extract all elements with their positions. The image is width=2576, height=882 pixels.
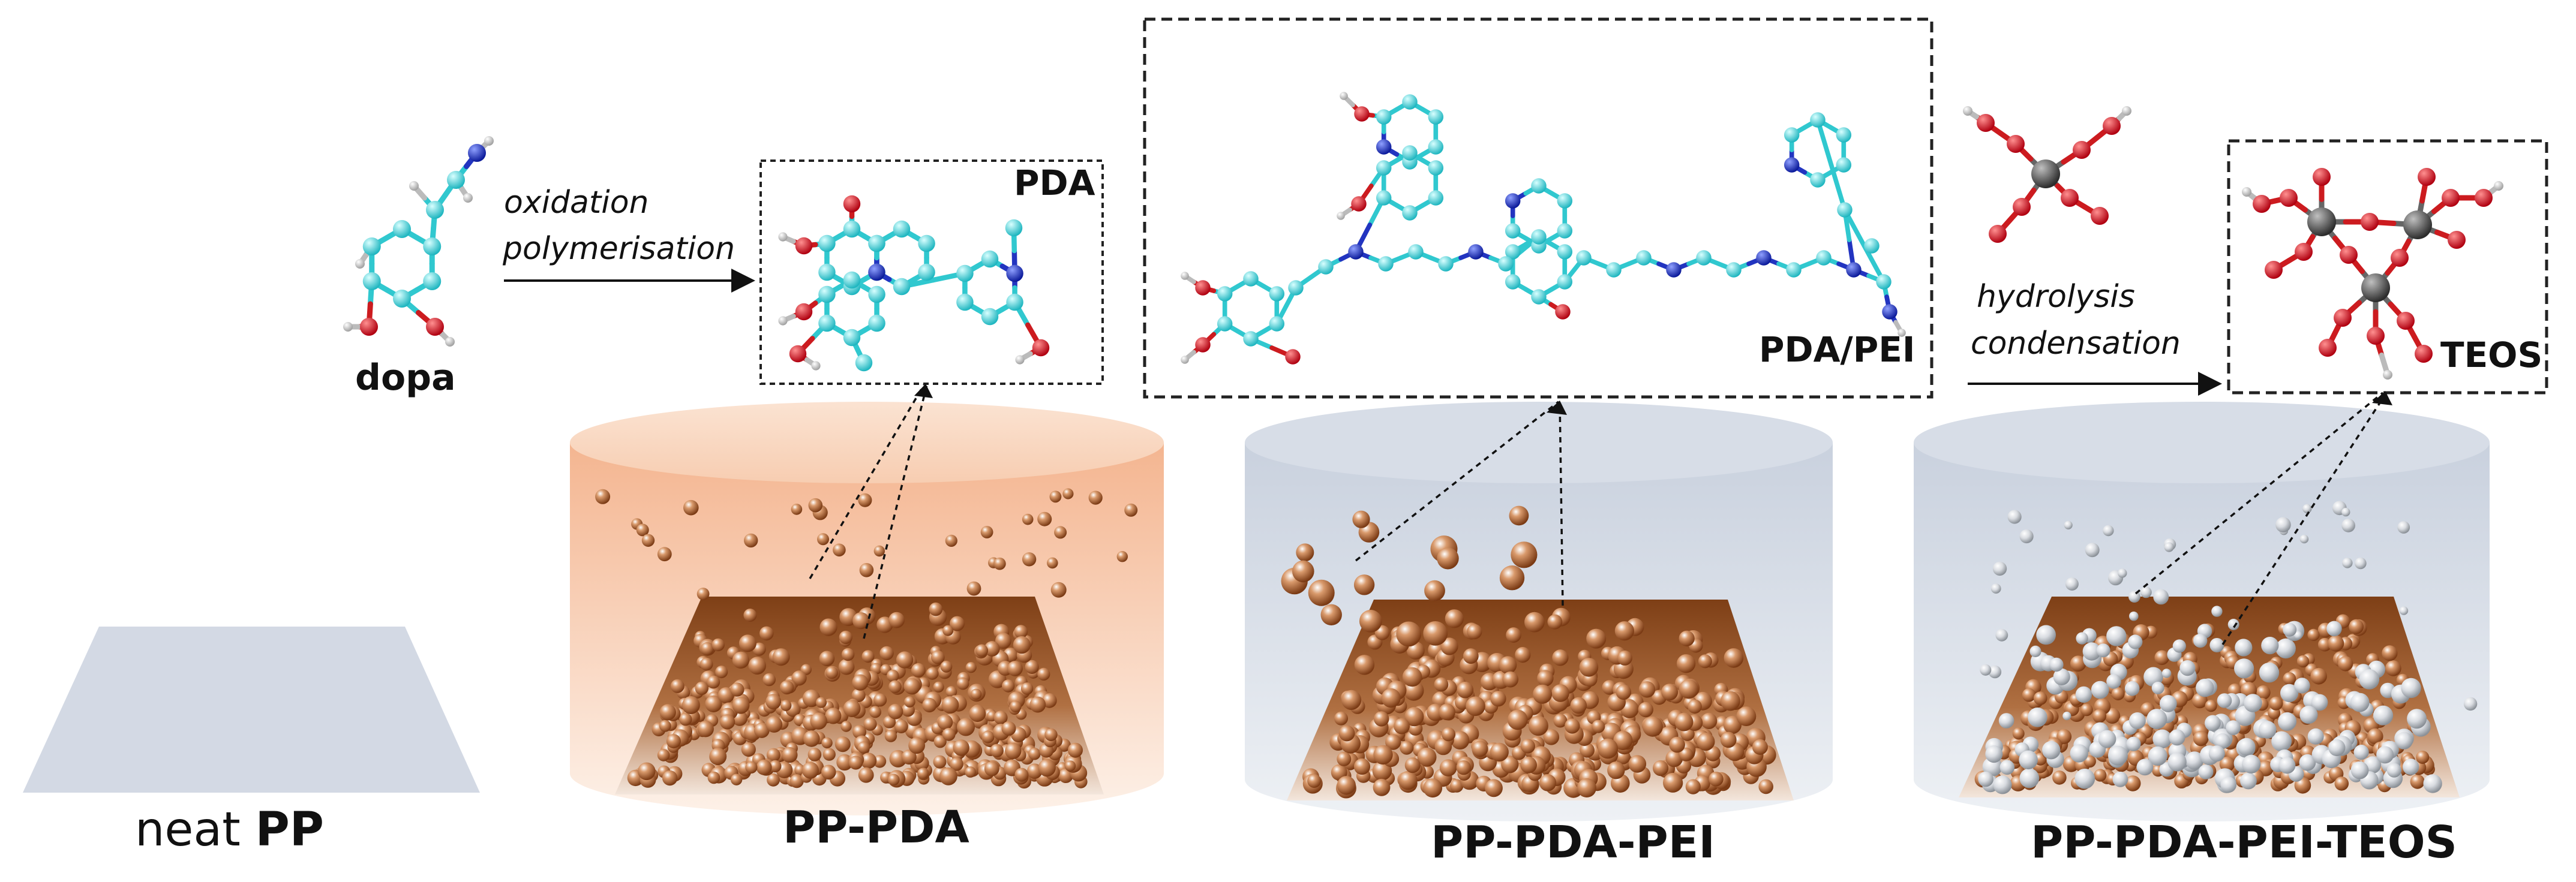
- silica-particles: [1978, 501, 2478, 794]
- pda-molecule-icon: [778, 195, 1050, 372]
- pp-pda-pei-teos-label: PP-PDA-PEI-TEOS: [2031, 817, 2457, 868]
- pda-pei-particles: [1281, 505, 1776, 799]
- pda-pei-zoom-arrowhead: [1547, 401, 1567, 415]
- pda-zoom-arrowhead: [914, 384, 933, 398]
- pda-pei-box: [1143, 17, 1933, 399]
- pp-pda-bath: [570, 402, 1164, 815]
- pda-particles: [595, 488, 1138, 789]
- pda-box: [759, 159, 1104, 385]
- pda-pei-label: PDA/PEI: [1759, 329, 1915, 370]
- pda-label: PDA: [1014, 162, 1095, 203]
- dopa-molecule-icon: [343, 136, 494, 347]
- teos-zoom-arrowhead: [2372, 391, 2392, 405]
- hydrolysis-label: hydrolysis: [1977, 279, 2135, 315]
- teos-box: [2227, 139, 2548, 395]
- pda-pei-molecule-icon: [1181, 92, 1906, 365]
- pp-pda-pei-bath: [1245, 402, 1833, 821]
- neat-pp-substrate: [23, 627, 480, 793]
- oxidation-label: oxidation: [504, 185, 649, 221]
- dopa-label: dopa: [355, 357, 456, 399]
- condensation-label: condensation: [1971, 326, 2181, 362]
- zoom-lines: [809, 384, 2388, 645]
- pp-pda-pei-teos-bath: [1914, 402, 2490, 821]
- teos-label: TEOS: [2440, 335, 2542, 375]
- polymerisation-label: polymerisation: [502, 231, 735, 267]
- teos-oligomer-icon: [2242, 168, 2503, 380]
- pp-pda-pei-label: PP-PDA-PEI: [1431, 817, 1715, 868]
- teos-monomer-icon: [1963, 106, 2131, 243]
- neat-pp-label: neat PP: [135, 803, 324, 857]
- pp-pda-label: PP-PDA: [783, 802, 969, 853]
